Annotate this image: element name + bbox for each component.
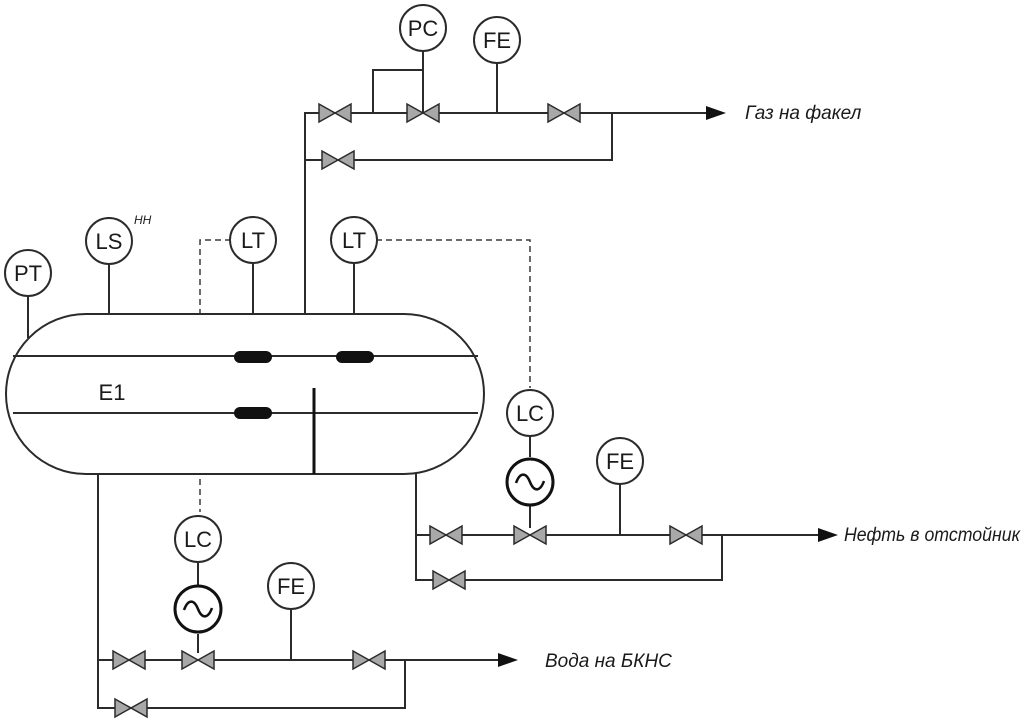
gate-valve-icon bbox=[429, 524, 463, 546]
gate-valve-icon bbox=[352, 649, 386, 671]
instrument-fe-oil: FE bbox=[596, 437, 644, 485]
gate-valve-icon bbox=[321, 149, 355, 171]
arrow-right-icon bbox=[818, 528, 838, 542]
sine-actuator-icon bbox=[505, 457, 555, 507]
svg-text:LT: LT bbox=[241, 228, 265, 253]
float-oil-level-right bbox=[336, 351, 374, 363]
svg-text:PT: PT bbox=[14, 261, 42, 286]
svg-text:FE: FE bbox=[483, 28, 511, 53]
arrow-right-icon bbox=[498, 653, 518, 667]
instrument-pc: PC bbox=[399, 4, 447, 52]
svg-text:FE: FE bbox=[277, 574, 305, 599]
arrow-right-icon bbox=[706, 106, 726, 120]
instrument-fe-gas: FE bbox=[473, 16, 521, 64]
instrument-lc-water: LC bbox=[174, 515, 222, 563]
outlet-gas-label: Газ на факел bbox=[745, 103, 862, 124]
gate-valve-icon bbox=[513, 524, 547, 546]
outlet-water: Вода на БКНС bbox=[498, 651, 672, 672]
svg-text:PC: PC bbox=[408, 16, 439, 41]
outlet-water-label: Вода на БКНС bbox=[545, 651, 672, 672]
instrument-lt-left: LT bbox=[229, 216, 277, 264]
sine-actuator-icon bbox=[173, 584, 223, 634]
svg-text:LC: LC bbox=[516, 401, 544, 426]
instrument-pt: PT bbox=[4, 249, 52, 297]
valves bbox=[112, 102, 703, 719]
outlet-oil: Нефть в отстойник bbox=[818, 525, 1021, 546]
gate-valve-icon bbox=[432, 569, 466, 591]
gate-valve-icon bbox=[318, 102, 352, 124]
gate-valve-icon bbox=[181, 649, 215, 671]
instrument-lc-oil: LC bbox=[506, 389, 554, 437]
svg-text:LT: LT bbox=[342, 228, 366, 253]
gate-valve-icon bbox=[669, 524, 703, 546]
svg-text:FE: FE bbox=[606, 449, 634, 474]
vessel-e1: E1 bbox=[5, 313, 485, 475]
float-water-level bbox=[234, 407, 272, 419]
gate-valve-icon bbox=[114, 697, 148, 719]
instrument-lt-right: LT bbox=[330, 216, 378, 264]
instrument-fe-water: FE bbox=[267, 562, 315, 610]
gate-valve-icon bbox=[547, 102, 581, 124]
svg-text:LC: LC bbox=[184, 527, 212, 552]
outlet-gas: Газ на факел bbox=[706, 103, 862, 124]
outlet-oil-label: Нефть в отстойник bbox=[844, 525, 1021, 546]
instrument-ls: LS НН bbox=[85, 213, 152, 265]
float-oil-level-left bbox=[234, 351, 272, 363]
svg-text:LS: LS bbox=[96, 229, 123, 254]
ls-superscript: НН bbox=[134, 213, 152, 227]
gate-valve-icon bbox=[112, 649, 146, 671]
vessel-label: E1 bbox=[99, 380, 126, 405]
gate-valve-icon bbox=[406, 102, 440, 124]
